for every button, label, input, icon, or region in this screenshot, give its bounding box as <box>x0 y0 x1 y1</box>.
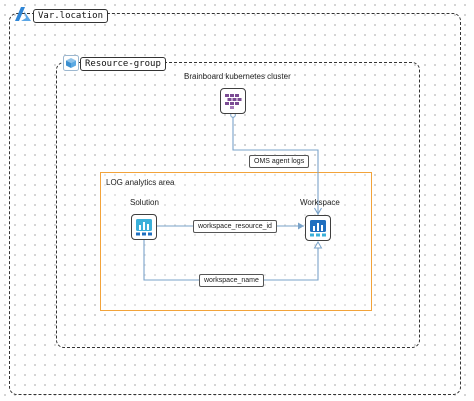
edge-label-workspace-name: workspace_name <box>199 274 264 287</box>
azure-icon <box>15 7 31 21</box>
solution-label: Solution <box>130 198 159 207</box>
log-analytics-workspace-icon[interactable] <box>305 215 331 241</box>
k8s-cluster-label: Brainboard kubernetes cluster <box>184 72 291 81</box>
location-label: Var.location <box>33 9 109 23</box>
workspace-label: Workspace <box>300 198 340 207</box>
edge-label-workspace-resource-id: workspace_resource_id <box>193 220 277 233</box>
resource-group-icon <box>63 55 79 71</box>
log-analytics-area[interactable] <box>100 172 372 311</box>
log-analytics-solution-icon[interactable] <box>131 214 157 240</box>
location-region[interactable] <box>9 13 461 395</box>
edge-label-oms-agent-logs: OMS agent logs <box>249 155 310 168</box>
kubernetes-cluster-icon[interactable] <box>220 88 246 114</box>
resource-group-region[interactable] <box>56 62 420 348</box>
resource-group-label: Resource-group <box>80 57 166 71</box>
log-analytics-area-label: LOG analytics area <box>106 178 175 187</box>
